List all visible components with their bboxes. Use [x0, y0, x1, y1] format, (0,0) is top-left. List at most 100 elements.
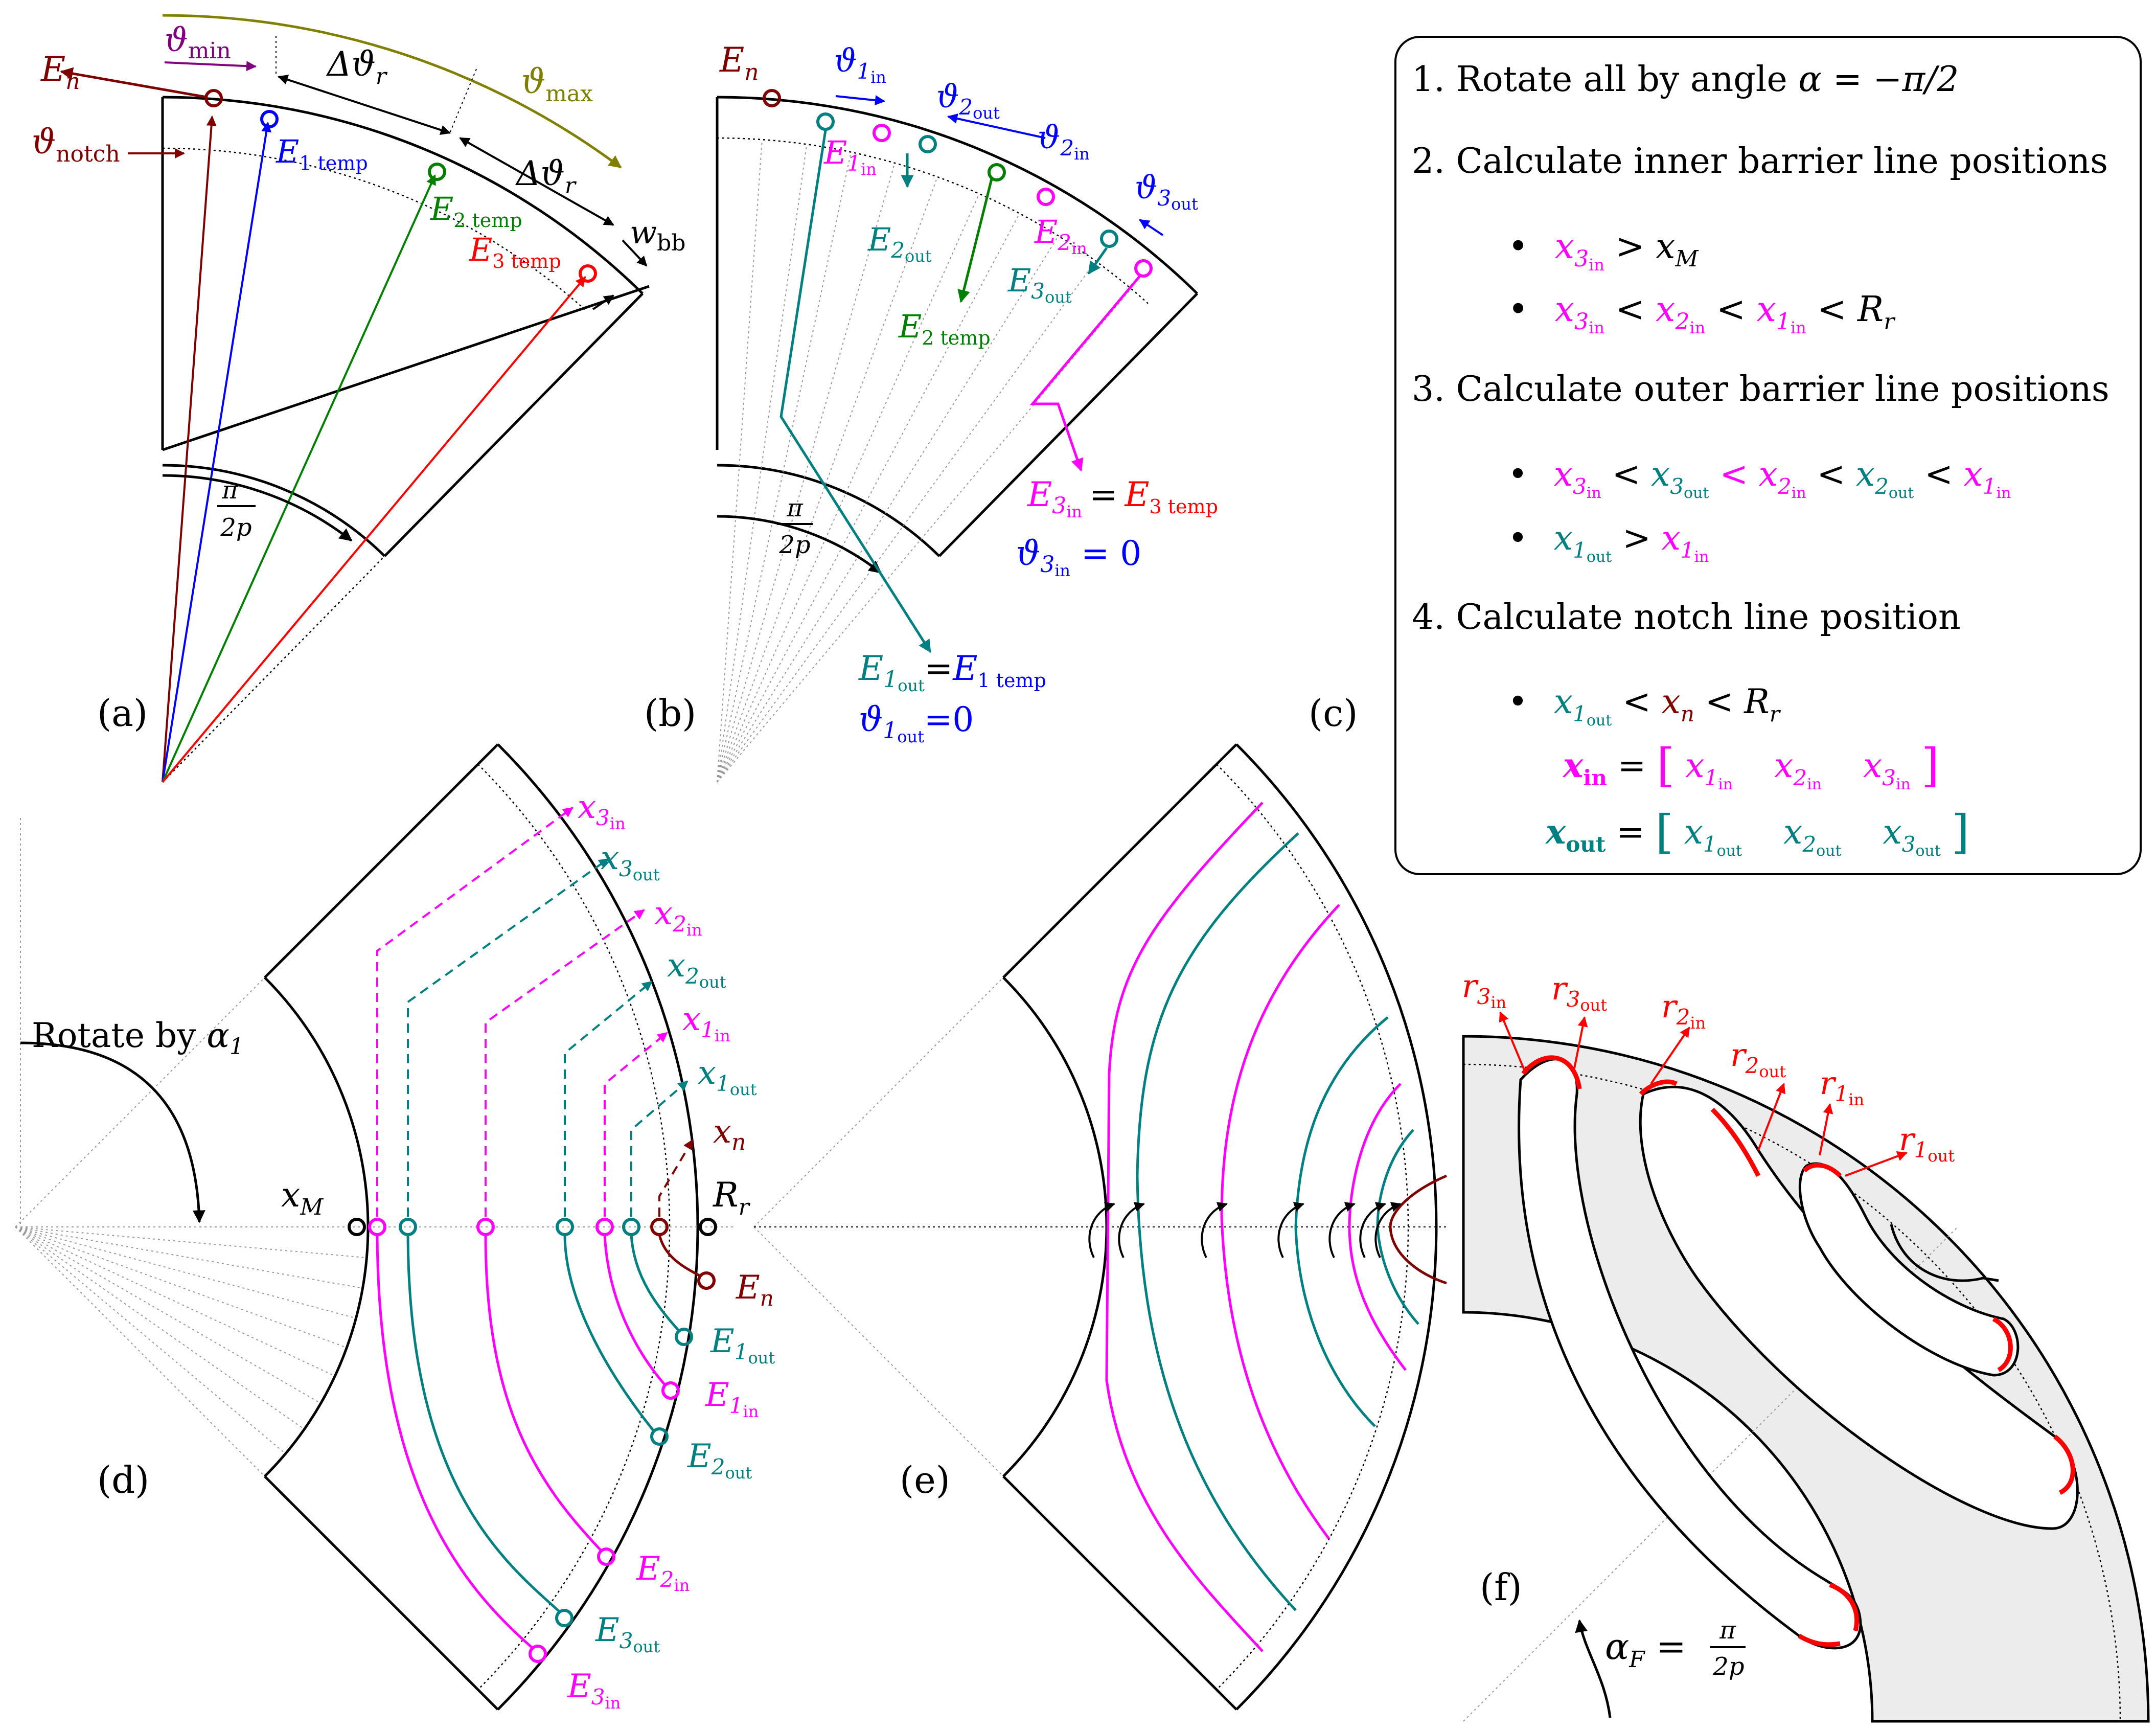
dotted-edge-0 — [15, 977, 265, 1227]
outer-arc — [717, 96, 1198, 295]
label-r-5: r1out — [1899, 1121, 1955, 1166]
step-4: 4. Calculate notch line position — [1412, 597, 1961, 637]
arrow-theta3out — [1139, 219, 1164, 236]
dotted-ray — [717, 261, 1096, 783]
dotted-ray — [717, 163, 896, 783]
small-arrow-4 — [1328, 1202, 1356, 1258]
line-E3in — [1029, 275, 1141, 472]
label-E-4: E2in — [636, 1550, 690, 1595]
step-1: 1. Rotate all by angle α = −π/2 — [1412, 59, 1959, 100]
panel-tag-e: (e) — [900, 1459, 950, 1501]
point-Rr — [699, 1218, 717, 1236]
fillet-arrow-1 — [1573, 1016, 1588, 1069]
label-2p-f: 2p — [1712, 1652, 1744, 1681]
curve-2in — [484, 1234, 602, 1551]
arrow-E3out — [1087, 247, 1108, 275]
dotted-ray — [15, 1226, 356, 1319]
curve-3out — [1136, 832, 1299, 1611]
point-E1in — [661, 1381, 680, 1400]
dotted-ray — [717, 193, 980, 783]
outer-arc — [497, 743, 699, 1711]
label-E-2: E1in — [705, 1376, 759, 1421]
label-theta-notch: ϑnotch — [32, 122, 120, 167]
arrow-wbb-a — [622, 239, 648, 267]
fillet-arrow-5 — [1845, 1151, 1908, 1177]
step-3-bullet-b: • x1out > x1in — [1508, 518, 1709, 570]
dotted-radial — [162, 555, 385, 783]
line-E1out — [779, 130, 932, 653]
step-3-bullet-a: • x3in < x3out < x2in < x2out < x1in — [1508, 454, 2011, 506]
dotted-ray — [15, 1226, 363, 1289]
label-x-0: x3in — [578, 788, 626, 833]
panel-d-labels: x3inx3outx2inx2outx1inx1outxnEnE1outE1in… — [567, 788, 775, 1713]
label-E-5: E3out — [595, 1611, 660, 1656]
point-x2out — [556, 1218, 574, 1236]
fillet-1 — [1639, 1079, 1678, 1096]
panel-tag-c: (c) — [1309, 692, 1358, 735]
barrier-slot-2 — [1639, 1085, 2079, 1530]
inner-arc — [1002, 976, 1108, 1477]
fillet-2 — [1710, 1107, 1761, 1177]
point-E2 — [428, 163, 446, 181]
panel-d: Rotate by α1 xM Rr x3inx3outx2inx2outx1i… — [15, 743, 775, 1713]
point-xM — [348, 1218, 366, 1236]
panel-tag-b: (b) — [644, 692, 696, 735]
curve-3in — [376, 1234, 533, 1648]
panel-tag-a: (a) — [97, 692, 148, 735]
ray-E2 — [162, 174, 436, 783]
small-arrow-1 — [1118, 1202, 1145, 1258]
inner-arc — [264, 976, 370, 1477]
dotted-edge-0 — [753, 977, 1004, 1227]
barrier-slot-3 — [1798, 1162, 2020, 1377]
small-arrow-0 — [1088, 1202, 1115, 1258]
label-E1-temp: E1 temp — [276, 133, 368, 174]
label-x-4: x1in — [682, 1000, 730, 1045]
arc-pi2p — [717, 515, 882, 574]
curve-1out — [630, 1234, 680, 1332]
step-2-bullet-a: • x3in > xM — [1508, 226, 1699, 279]
point-x3in — [368, 1218, 386, 1236]
arrow-wbb-b — [592, 294, 614, 310]
panel-tag-f: (f) — [1480, 1566, 1522, 1609]
point-E2out — [650, 1427, 669, 1446]
curve-2in — [1220, 904, 1340, 1540]
vector-x-out: xout = [ x1out x2out x3out ] — [1545, 805, 1969, 864]
label-E1in: E1in — [823, 134, 877, 179]
step-2: 2. Calculate inner barrier line position… — [1412, 141, 2108, 181]
curve-n — [1389, 1174, 1447, 1285]
point-En — [763, 89, 781, 107]
label-2p: 2p — [220, 513, 251, 542]
curve-2out — [1294, 1016, 1389, 1427]
sector-edge-0 — [264, 743, 499, 978]
inner-arc — [717, 464, 941, 557]
small-arrow-6 — [1374, 1202, 1402, 1258]
sector-right-edge — [383, 292, 644, 557]
label-theta-1in: ϑ1in — [834, 42, 886, 87]
notch-edge — [1890, 1224, 1999, 1282]
arc-alphaF — [1575, 1619, 1612, 1718]
label-pi-b: π — [786, 494, 804, 522]
guide-2 — [449, 69, 477, 133]
label-x-3: x2out — [667, 947, 726, 992]
small-arrow-3 — [1277, 1202, 1304, 1258]
label-E2temp-b: E2 temp — [898, 308, 991, 349]
dotted-ray — [717, 139, 763, 783]
fillet-arrow-0 — [1499, 1011, 1527, 1074]
dotted-ray — [15, 1226, 286, 1454]
step-2-bullet-b: • x3in < x2in < x1in < Rr — [1508, 289, 1896, 342]
dotted-arc — [162, 147, 587, 312]
sector-edge-0 — [1002, 743, 1237, 978]
panel-a: En ϑmin Δϑr ϑmax Δϑr ϑnotch E1 temp E2 t… — [32, 14, 685, 783]
panel-b: En ϑ1in ϑ2out ϑ2in ϑ3out E1in E2out E2 t… — [644, 40, 1218, 783]
label-Rr: Rr — [713, 1175, 751, 1220]
label-theta-max: ϑmax — [521, 62, 593, 107]
label-E3out: E3out — [1007, 262, 1072, 307]
label-r-0: r3in — [1462, 967, 1506, 1012]
label-x-2: x2in — [654, 895, 702, 940]
arrow-theta1in — [835, 95, 885, 106]
curve-2out — [563, 1234, 654, 1431]
arrow-E2temp — [957, 178, 993, 303]
label-E1out-eq: E1out=E1 temp — [858, 649, 1046, 695]
panel-b-geometry — [716, 89, 1199, 783]
